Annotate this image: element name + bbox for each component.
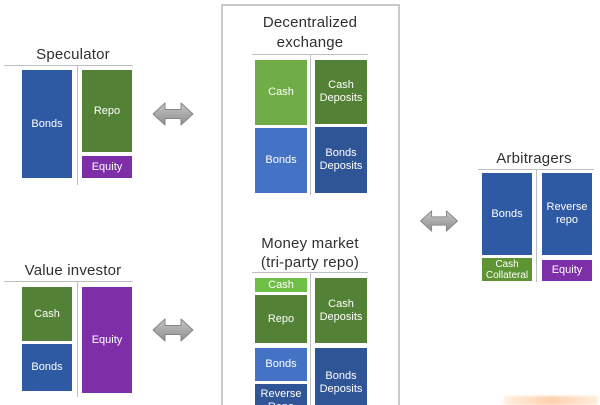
arbitragers-equity-box: Equity xyxy=(542,260,592,281)
money-market-reverse-repo-box: Reverse Repo xyxy=(255,384,307,405)
watermark xyxy=(504,396,598,405)
dex-cash-deposits-box: Cash Deposits xyxy=(315,60,367,124)
dex-column-divider xyxy=(310,54,311,195)
arbitragers-title: Arbitragers xyxy=(496,150,572,167)
money-market-title-line2: (tri-party repo) xyxy=(260,254,360,271)
value-investor-title-underline xyxy=(4,281,133,282)
speculator-equity-box: Equity xyxy=(82,156,132,178)
dex-bonds-box: Bonds xyxy=(255,128,307,193)
arbitragers-cash-collateral-box: Cash Collateral xyxy=(482,258,532,281)
dex-cash-box: Cash xyxy=(255,60,307,125)
double-arrow-icon xyxy=(420,210,458,232)
speculator-repo-box: Repo xyxy=(82,70,132,152)
speculator-title: Speculator xyxy=(36,46,110,63)
arbitragers-bonds-box: Bonds xyxy=(482,173,532,255)
money-market-cash-deposits-box: Cash Deposits xyxy=(315,278,367,343)
money-market-title-line1: Money market xyxy=(261,235,359,252)
money-market-cash-box: Cash xyxy=(255,278,307,292)
money-market-bonds-deposits-box: Bonds Deposits xyxy=(315,348,367,405)
dex-title-line1: Decentralized xyxy=(262,14,358,31)
dex-bonds-deposits-box: Bonds Deposits xyxy=(315,127,367,193)
value-investor-equity-box: Equity xyxy=(82,287,132,393)
value-investor-bonds-box: Bonds xyxy=(22,344,72,391)
double-arrow-icon xyxy=(152,102,194,126)
arbitragers-reverse-repo-box: Reverse repo xyxy=(542,173,592,255)
double-arrow-icon xyxy=(152,318,194,342)
value-investor-cash-box: Cash xyxy=(22,287,72,341)
dex-title-line2: exchange xyxy=(276,34,344,51)
speculator-column-divider xyxy=(77,65,78,185)
speculator-title-underline xyxy=(4,65,133,66)
money-market-repo-box: Repo xyxy=(255,295,307,343)
value-investor-title: Value investor xyxy=(24,262,122,279)
arbitragers-column-divider xyxy=(536,169,537,282)
value-investor-column-divider xyxy=(77,281,78,397)
money-market-column-divider xyxy=(310,272,311,405)
money-market-bonds-box: Bonds xyxy=(255,348,307,381)
speculator-bonds-box: Bonds xyxy=(22,70,72,178)
